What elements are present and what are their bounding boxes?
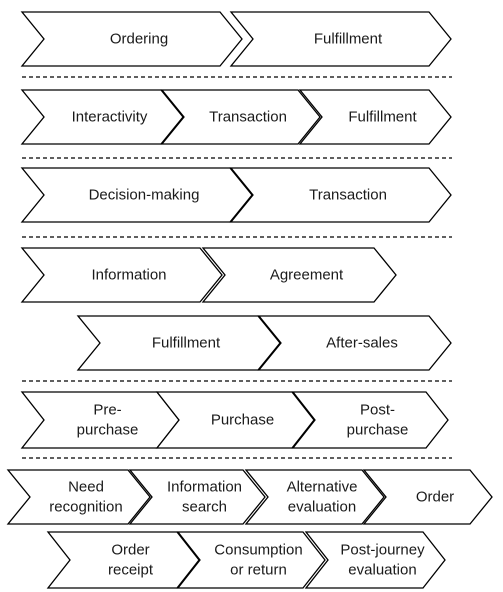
chevron-step: Transaction <box>160 89 321 145</box>
chevron-label: Pre- <box>93 402 121 419</box>
chevron-step: Fulfillment <box>76 315 281 371</box>
chevron-label: Information <box>91 267 166 284</box>
chevron-step: Consumption or return <box>176 531 326 589</box>
chevron-step: Transaction <box>229 167 452 223</box>
chevron-row-row1: Ordering Fulfillment <box>20 11 452 67</box>
chevron-shape <box>244 469 385 525</box>
chevron-label: Information <box>167 479 242 496</box>
chevron-shape <box>20 391 180 449</box>
chevron-label: search <box>182 499 227 516</box>
chevron-shape <box>176 531 326 589</box>
chevron-row-row4a: Information Agreement <box>20 247 397 303</box>
chevron-shape <box>46 531 200 589</box>
chevron-step: Fulfillment <box>298 89 452 145</box>
chevron-shape <box>229 11 452 67</box>
chevron-shape <box>362 469 493 525</box>
chevron-step: Ordering <box>20 11 243 67</box>
chevron-shape <box>298 89 452 145</box>
chevron-shape <box>304 531 446 589</box>
chevron-shape <box>20 247 223 303</box>
chevron-step: Alternative evaluation <box>244 469 385 525</box>
chevron-step: Decision-making <box>20 167 253 223</box>
chevron-step: Interactivity <box>20 89 184 145</box>
chevron-step: Agreement <box>201 247 397 303</box>
chevron-label: Fulfillment <box>152 335 221 352</box>
chevron-step: Information <box>20 247 223 303</box>
chevron-step: Information search <box>128 469 266 525</box>
chevron-step: Post-journey evaluation <box>304 531 446 589</box>
chevron-shape <box>6 469 151 525</box>
chevron-step: Purchase <box>155 391 315 449</box>
chevron-shape <box>128 469 266 525</box>
chevron-shape <box>20 11 243 67</box>
chevron-shape <box>20 89 184 145</box>
chevron-step: Order receipt <box>46 531 200 589</box>
chevron-row-row3: Decision-making Transaction <box>20 167 452 223</box>
chevron-label: Consumption <box>214 542 302 559</box>
chevron-step: Fulfillment <box>229 11 452 67</box>
chevron-label: Post- <box>360 402 395 419</box>
chevron-row-row4b: Fulfillment After-sales <box>76 315 452 371</box>
chevron-step: After-sales <box>257 315 452 371</box>
chevron-label: Agreement <box>270 267 344 284</box>
chevron-row-row2: Interactivity Transaction Fulfillment <box>20 89 452 145</box>
chevron-label: or return <box>230 562 287 579</box>
chevron-label: Transaction <box>209 109 287 126</box>
chevron-label: Alternative <box>287 479 358 496</box>
chevron-label: Purchase <box>211 412 274 429</box>
chevron-label: purchase <box>347 422 409 439</box>
chevron-shape <box>291 391 449 449</box>
chevron-shape <box>160 89 321 145</box>
chevron-shape <box>20 167 253 223</box>
chevron-row-row5: Pre-purchase Purchase Post-purchase <box>20 391 449 449</box>
chevron-label: Post-journey <box>340 542 425 559</box>
chevron-label: evaluation <box>348 562 416 579</box>
chevron-row-row6b: Order receipt Consumption or return Post-jou… <box>46 531 446 589</box>
chevron-label: Decision-making <box>89 187 200 204</box>
chevron-label: Order <box>416 489 454 506</box>
chevron-label: purchase <box>77 422 139 439</box>
chevron-step: Pre-purchase <box>20 391 180 449</box>
chevron-step: Post-purchase <box>291 391 449 449</box>
chevron-label: Order <box>111 542 149 559</box>
chevron-shape <box>155 391 315 449</box>
chevron-label: evaluation <box>288 499 356 516</box>
chevron-step: Need recognition <box>6 469 151 525</box>
chevron-label: receipt <box>108 562 154 579</box>
chevron-label: Need <box>68 479 104 496</box>
chevron-label: After-sales <box>326 335 398 352</box>
chevron-shape <box>257 315 452 371</box>
chevron-shape <box>76 315 281 371</box>
chevron-shape <box>201 247 397 303</box>
chevron-shape <box>229 167 452 223</box>
chevron-label: Transaction <box>309 187 387 204</box>
chevron-label: Fulfillment <box>348 109 417 126</box>
chevron-label: Fulfillment <box>314 31 383 48</box>
chevron-label: recognition <box>49 499 122 516</box>
chevron-row-row6a: Need recognition Information search Alternat… <box>6 469 493 525</box>
chevron-step: Order <box>362 469 493 525</box>
chevron-label: Interactivity <box>72 109 148 126</box>
chevron-label: Ordering <box>110 31 168 48</box>
